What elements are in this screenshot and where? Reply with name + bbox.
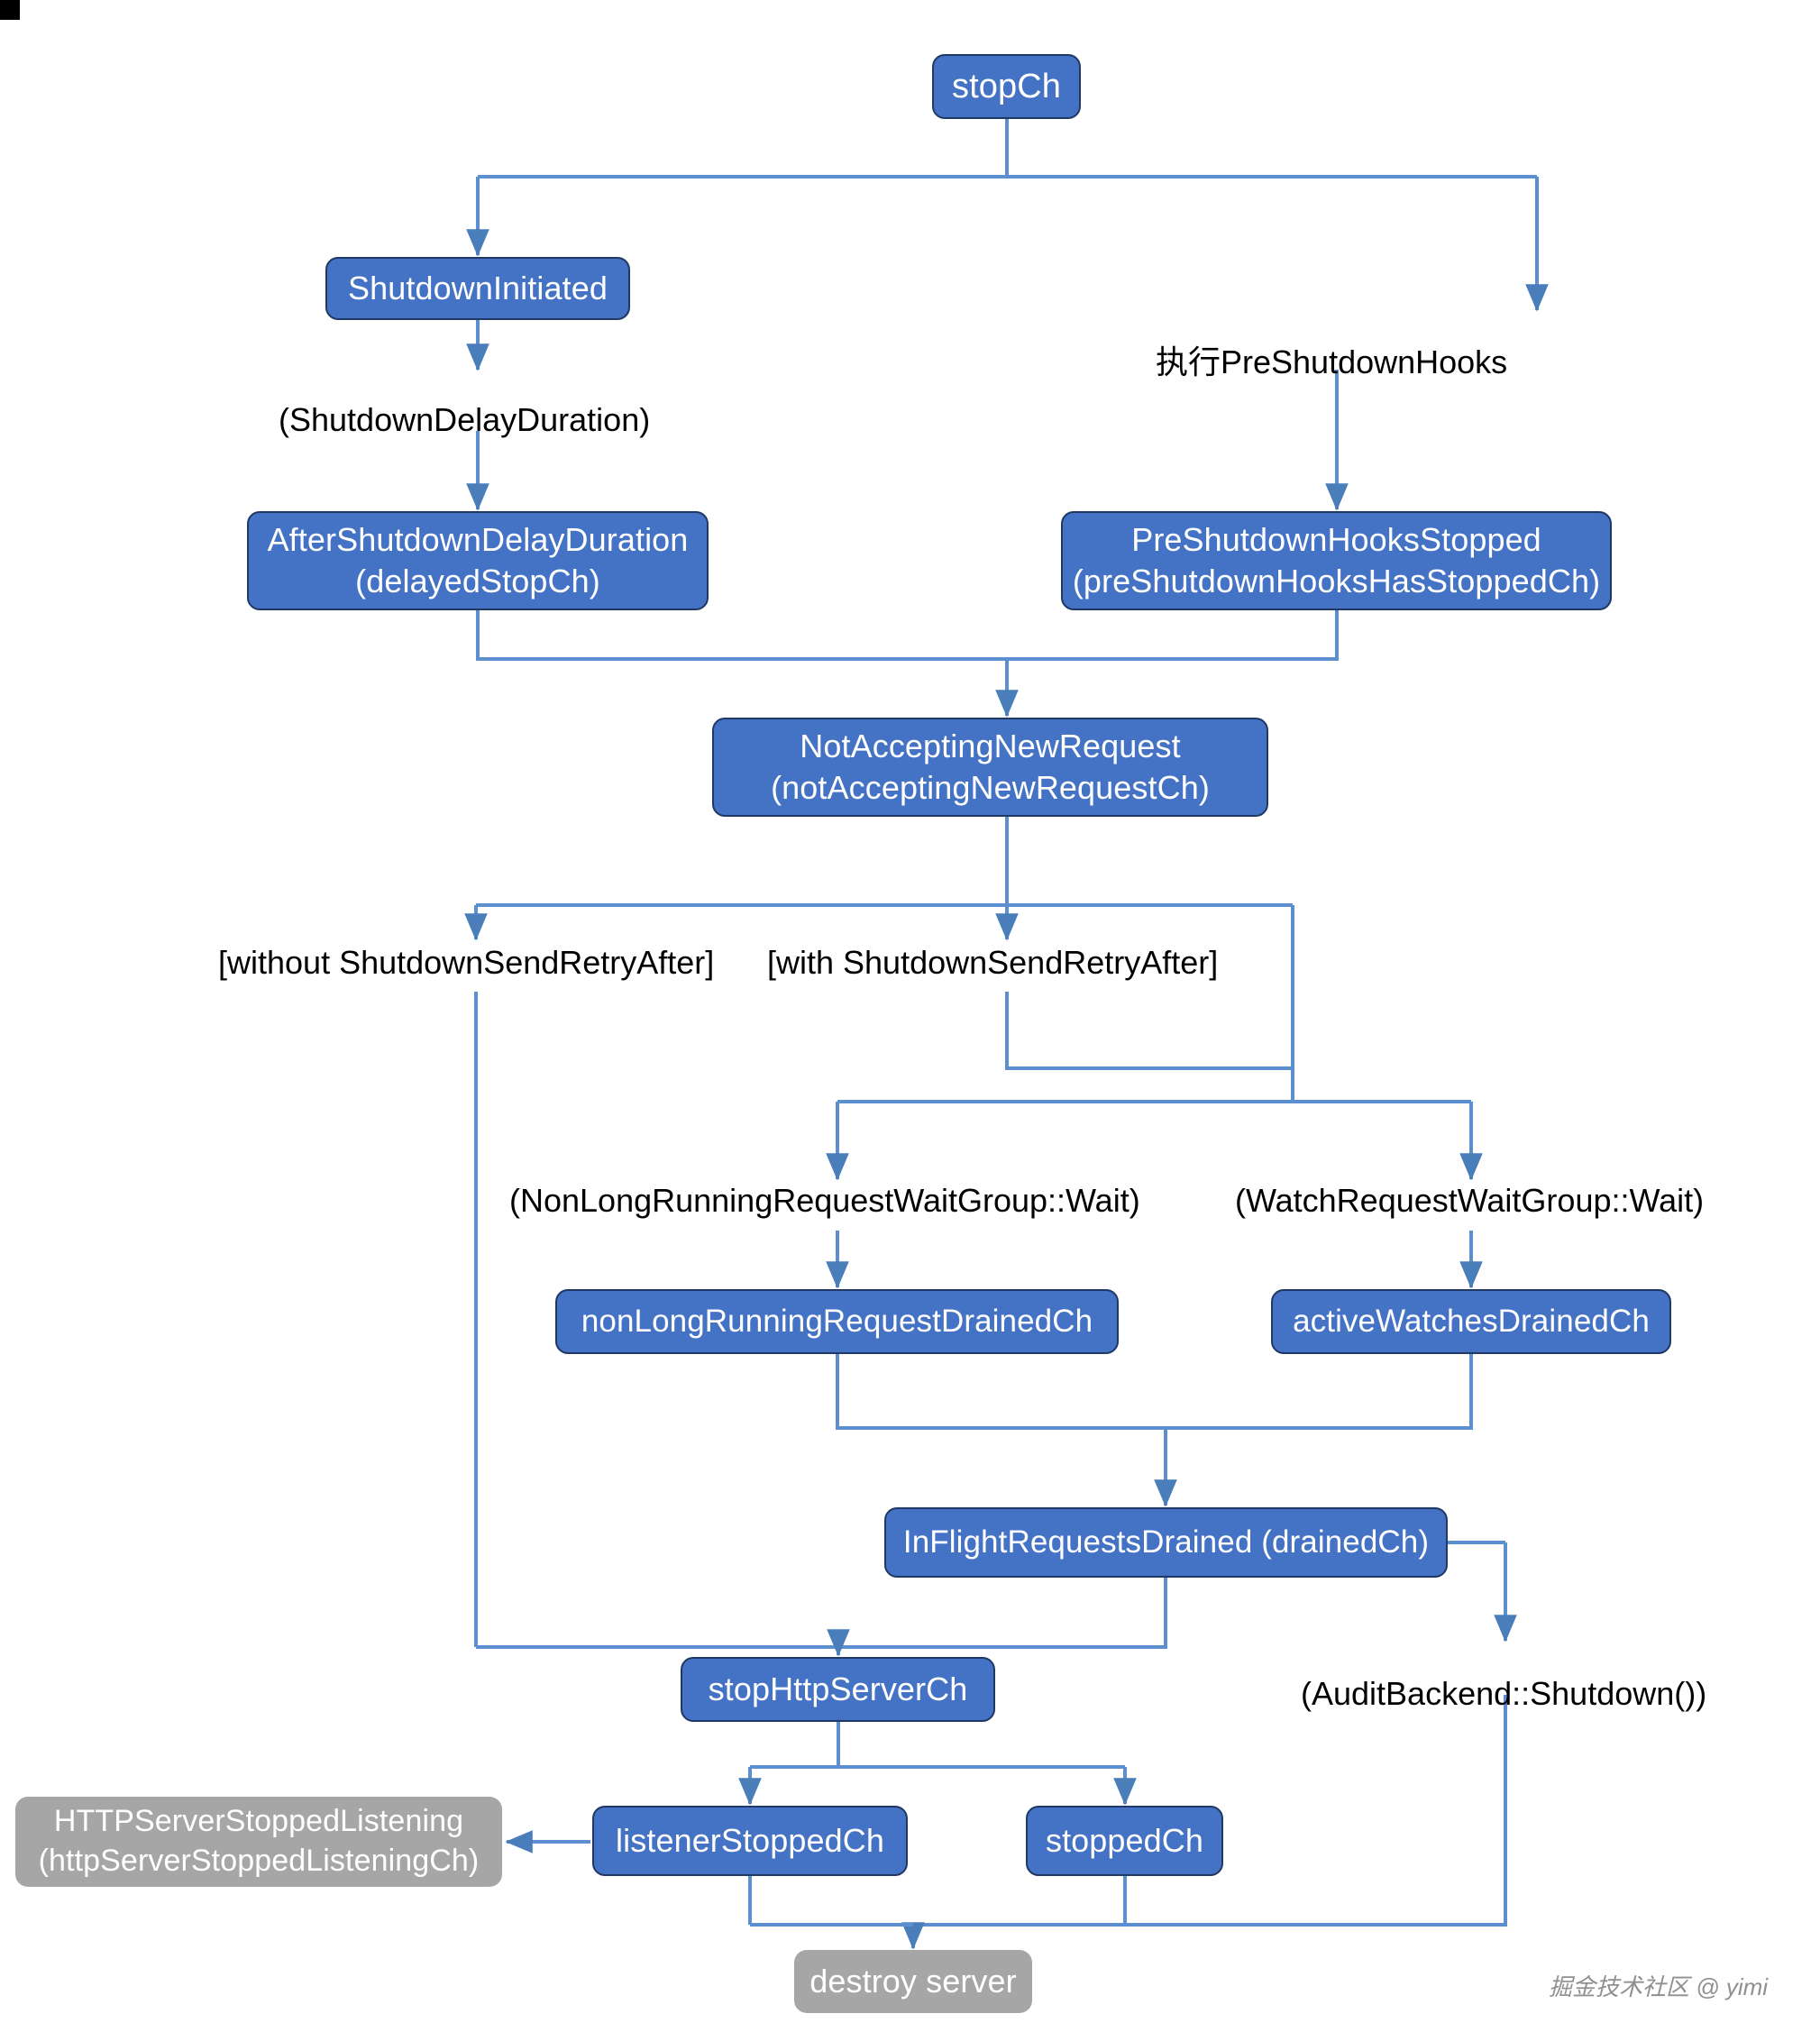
node-stoppedch[interactable]: stoppedCh bbox=[1026, 1806, 1223, 1876]
node-preshutdownhooksstopped[interactable]: PreShutdownHooksStopped (preShutdownHook… bbox=[1061, 511, 1612, 610]
edge-activewatches-join bbox=[1166, 1354, 1473, 1430]
node-shutdowninitiated[interactable]: ShutdownInitiated bbox=[325, 257, 630, 320]
label-without-shutdownsendretryafter: [without ShutdownSendRetryAfter] bbox=[218, 944, 715, 981]
label-watchrequestwaitgroup-wait: (WatchRequestWaitGroup::Wait) bbox=[1235, 1182, 1705, 1219]
node-notacceptingnewrequest[interactable]: NotAcceptingNewRequest (notAcceptingNewR… bbox=[712, 718, 1268, 817]
node-aftershutdowndelayduration[interactable]: AfterShutdownDelayDuration (delayedStopC… bbox=[247, 511, 709, 610]
corner-marker bbox=[0, 0, 20, 20]
node-stophttpserverch[interactable]: stopHttpServerCh bbox=[681, 1657, 995, 1722]
node-inflightrequestsdrained[interactable]: InFlightRequestsDrained (drainedCh) bbox=[884, 1507, 1448, 1578]
label-shutdowndelayduration: (ShutdownDelayDuration) bbox=[279, 401, 651, 438]
watermark: 掘金技术社区 @ yimi bbox=[1549, 1973, 1769, 2000]
node-destroyserver[interactable]: destroy server bbox=[794, 1950, 1032, 2013]
node-listenerstoppedch[interactable]: listenerStoppedCh bbox=[592, 1806, 908, 1876]
label-exec-preshutdownhooks: 执行PreShutdownHooks bbox=[1156, 343, 1508, 380]
label-with-shutdownsendretryafter: [with ShutdownSendRetryAfter] bbox=[767, 944, 1219, 981]
node-activewatchesdrainedch[interactable]: activeWatchesDrainedCh bbox=[1271, 1289, 1671, 1354]
edge-preshutdownhooksstopped-join bbox=[1007, 610, 1339, 661]
edge-aftershutdowndelay-join bbox=[476, 610, 1007, 661]
label-auditbackend-shutdown: (AuditBackend::Shutdown()) bbox=[1301, 1675, 1707, 1712]
edge-inflight-to-stophttp-bus bbox=[838, 1578, 1167, 1649]
node-httpserverstoppedlistening[interactable]: HTTPServerStoppedListening (httpServerSt… bbox=[15, 1797, 502, 1887]
node-nonlongrunningrequestdrainedch[interactable]: nonLongRunningRequestDrainedCh bbox=[555, 1289, 1119, 1354]
edge-stoppedch-down bbox=[750, 1876, 1127, 1927]
label-nonlongrunningrequestwaitgroup-wait: (NonLongRunningRequestWaitGroup::Wait) bbox=[509, 1182, 1140, 1219]
node-stopch[interactable]: stopCh bbox=[932, 54, 1081, 119]
edge-with-label-to-rail bbox=[1005, 992, 1293, 1070]
edge-nonlongrunning-join bbox=[836, 1354, 1166, 1430]
